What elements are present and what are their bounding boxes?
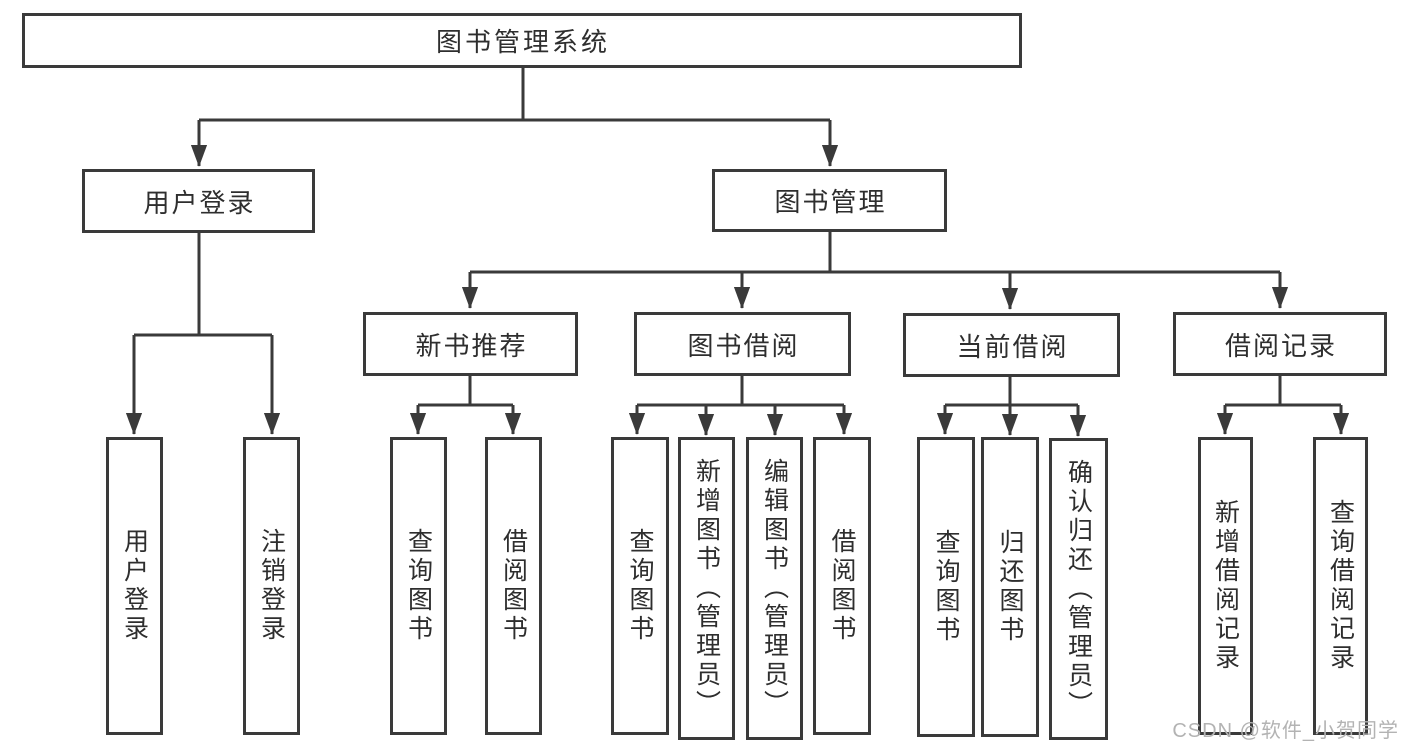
node-label: 注销登录 xyxy=(257,528,286,644)
leaf-return-book: 归还图书 xyxy=(981,437,1039,737)
node-new-book-recommend: 新书推荐 xyxy=(363,312,578,376)
node-label: 图书借阅 xyxy=(687,330,800,361)
node-label: 查询图书 xyxy=(626,528,654,644)
node-borrowing-records: 借阅记录 xyxy=(1173,312,1387,376)
node-label: 新增借阅记录 xyxy=(1211,499,1240,673)
node-label: 用户登录 xyxy=(143,187,256,218)
node-book-management: 图书管理 xyxy=(712,169,947,232)
leaf-user-login: 用户登录 xyxy=(106,437,163,735)
leaf-add-book-admin: 新增图书（管理员） xyxy=(678,437,735,740)
node-label: 新增图书（管理员） xyxy=(692,458,721,719)
leaf-logout: 注销登录 xyxy=(243,437,300,735)
leaf-borrow-books-recommend: 借阅图书 xyxy=(485,437,542,735)
node-current-borrowing: 当前借阅 xyxy=(903,313,1120,377)
node-label: 图书管理系统 xyxy=(435,27,610,57)
node-label: 借阅图书 xyxy=(828,528,856,644)
node-label: 查询图书 xyxy=(932,529,960,645)
node-user-login: 用户登录 xyxy=(82,169,315,233)
node-book-borrowing: 图书借阅 xyxy=(634,312,851,376)
node-label: 图书管理 xyxy=(774,187,887,217)
node-library-management-system: 图书管理系统 xyxy=(22,13,1022,68)
leaf-query-borrow-record: 查询借阅记录 xyxy=(1313,437,1368,735)
node-label: 确认归还（管理员） xyxy=(1064,458,1093,720)
node-label: 编辑图书（管理员） xyxy=(760,458,789,719)
node-label: 新书推荐 xyxy=(415,330,528,361)
leaf-edit-book-admin: 编辑图书（管理员） xyxy=(746,437,803,740)
leaf-confirm-return-admin: 确认归还（管理员） xyxy=(1049,438,1108,740)
node-label: 用户登录 xyxy=(120,528,149,644)
leaf-query-books-borrow: 查询图书 xyxy=(611,437,669,735)
node-label: 查询借阅记录 xyxy=(1326,499,1355,673)
node-label: 借阅记录 xyxy=(1224,330,1337,361)
node-label: 借阅图书 xyxy=(499,528,528,644)
leaf-query-books-recommend: 查询图书 xyxy=(390,437,447,735)
leaf-add-borrow-record: 新增借阅记录 xyxy=(1198,437,1253,735)
node-label: 查询图书 xyxy=(404,528,433,644)
leaf-borrow-books: 借阅图书 xyxy=(813,437,871,735)
leaf-query-books-current: 查询图书 xyxy=(917,437,975,737)
node-label: 当前借阅 xyxy=(956,331,1069,362)
watermark: CSDN @软件_小贺同学 xyxy=(1172,720,1399,742)
node-label: 归还图书 xyxy=(996,529,1024,645)
